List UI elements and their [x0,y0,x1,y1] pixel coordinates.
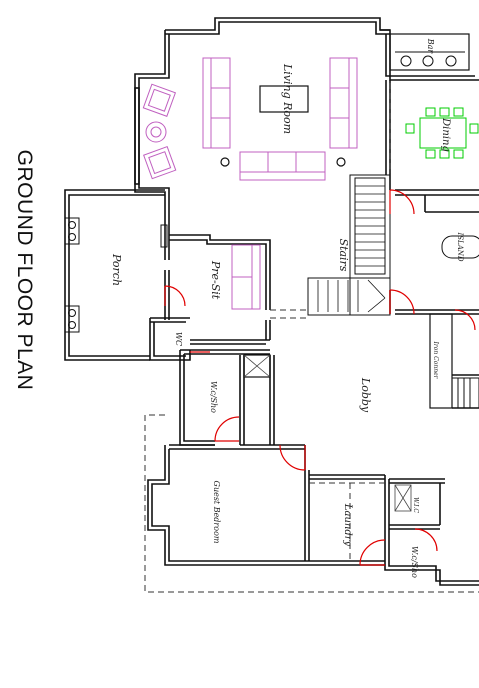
label-wc: WC [174,332,183,346]
label-bar: Bar [426,38,435,55]
label-laundry: Laundry [342,503,353,547]
label-guest-bedroom: Guest Bedroom [212,481,221,544]
living-room-table [220,85,346,167]
label-wic: W.I.C [412,497,419,513]
porch-fixtures [64,217,168,333]
bar-fixtures [395,51,465,67]
door-swings [164,189,476,566]
label-wc-sho-2: W.c/Sho [410,546,419,578]
label-iron-conner: Iron Conner [432,341,439,380]
stairs [307,174,479,409]
room-labels: Living Room Dining Stairs Pre-Sit Porch … [110,38,464,578]
hatch-boxes [243,354,412,512]
walls [64,17,479,586]
label-pre-sit: Pre-Sit [209,260,222,300]
living-room-furniture [142,57,358,310]
label-lobby: Lobby [359,377,372,413]
label-stairs: Stairs [337,239,350,272]
label-wc-sho-1: W.c/Sho [209,381,218,413]
label-living-room: Living Room [281,63,294,134]
label-island: ISLAND [456,231,464,261]
label-dining: Dining [440,117,451,152]
island [441,235,479,259]
label-porch: Porch [110,253,123,286]
dashed-boundary [144,83,479,593]
dining-table [405,107,479,159]
